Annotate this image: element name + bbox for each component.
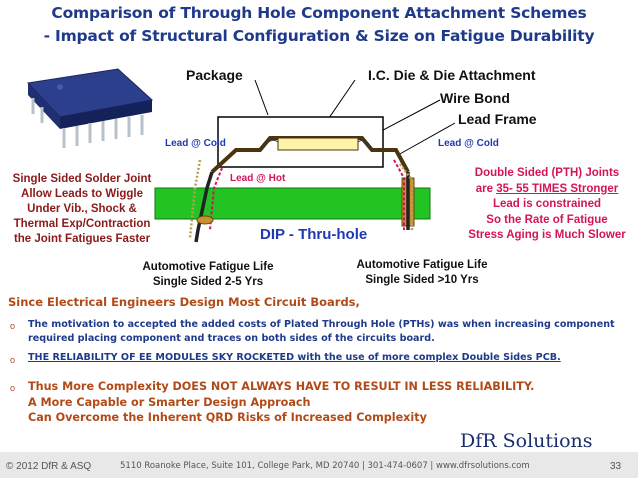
single-sided-note: Single Sided Solder Joint Allow Leads to… bbox=[2, 172, 162, 247]
lead-cold-right-label: Lead @ Cold bbox=[438, 138, 499, 149]
dip-thru-hole-label: DIP - Thru-hole bbox=[260, 226, 368, 243]
single-sided-note-line: Under Vib., Shock & bbox=[27, 203, 137, 215]
bullet-3-line: Can Overcome the Inherent QRD Risks of I… bbox=[28, 411, 427, 424]
lead-cold-left-label: Lead @ Cold bbox=[165, 138, 226, 149]
double-sided-note-line: Double Sided (PTH) Joints bbox=[474, 167, 620, 179]
solder-joint-single bbox=[196, 215, 214, 225]
package-pointer bbox=[254, 79, 269, 116]
wire-bond-label: Wire Bond bbox=[440, 90, 510, 106]
ic-die-label: I.C. Die & Die Attachment bbox=[368, 67, 536, 83]
bullet-marker: o bbox=[10, 355, 16, 365]
slide-title-line1: Comparison of Through Hole Component Att… bbox=[51, 4, 587, 22]
dip-chip-illustration bbox=[26, 68, 154, 148]
fatigue-life-left-line: Automotive Fatigue Life bbox=[142, 261, 274, 273]
footer-copyright: © 2012 DfR & ASQ bbox=[6, 461, 92, 472]
lead-hot-right-path bbox=[393, 159, 405, 230]
single-sided-note-line: Single Sided Solder Joint bbox=[12, 173, 152, 185]
slide-title-line2: - Impact of Structural Configuration & S… bbox=[43, 27, 595, 45]
single-sided-note-line: the Joint Fatigues Faster bbox=[13, 233, 151, 245]
ic-die bbox=[277, 137, 359, 151]
lead-hot-path bbox=[209, 167, 223, 231]
bullet-1: The motivation to accepted the added cos… bbox=[28, 318, 628, 346]
single-sided-note-line: Thermal Exp/Contraction bbox=[13, 218, 151, 230]
double-sided-note-line: are 35- 55 TIMES Stronger bbox=[475, 182, 619, 195]
lead-cold-left-path bbox=[188, 159, 202, 239]
bullet-3: Thus More Complexity DOES NOT ALWAYS HAV… bbox=[28, 379, 628, 426]
bullet-2: THE RELIABILITY OF EE MODULES SKY ROCKET… bbox=[28, 352, 561, 363]
double-sided-note: Double Sided (PTH) Joints are 35- 55 TIM… bbox=[458, 166, 636, 244]
intro-text: Since Electrical Engineers Design Most C… bbox=[8, 295, 360, 309]
dip-cross-section-diagram bbox=[26, 68, 456, 243]
strength-emphasis: 35- 55 TIMES Stronger bbox=[496, 182, 619, 195]
lead-frame-pointer bbox=[397, 122, 456, 156]
page-number: 33 bbox=[610, 461, 622, 472]
lead-frame-label: Lead Frame bbox=[458, 111, 537, 127]
lead-hot-label: Lead @ Hot bbox=[230, 173, 286, 184]
wire-bond-left bbox=[261, 139, 279, 151]
circuit-board bbox=[154, 187, 431, 220]
fatigue-life-right-line: Automotive Fatigue Life bbox=[356, 259, 488, 271]
double-sided-note-line: So the Rate of Fatigue bbox=[486, 213, 608, 226]
bullet-3-line: A More Capable or Smarter Design Approac… bbox=[28, 395, 311, 409]
package-label: Package bbox=[186, 67, 243, 83]
double-sided-note-line: Stress Aging is Much Slower bbox=[468, 229, 626, 241]
dfr-logo: DfR Solutions bbox=[460, 430, 593, 452]
wire-bond-right bbox=[357, 139, 373, 151]
footer-bar bbox=[0, 452, 638, 478]
fatigue-life-left: Automotive Fatigue Life Single Sided 2-5… bbox=[118, 260, 298, 290]
bullet-1-line: The motivation to accepted the added cos… bbox=[28, 319, 615, 330]
bullet-3-line: Thus More Complexity DOES NOT ALWAYS HAV… bbox=[28, 380, 535, 393]
fatigue-life-right: Automotive Fatigue Life Single Sided >10… bbox=[332, 258, 512, 288]
lead-left bbox=[194, 171, 214, 243]
single-sided-note-line: Allow Leads to Wiggle bbox=[21, 188, 143, 200]
bullet-1-line: required placing component and traces on… bbox=[28, 333, 435, 344]
lead-cold-right-path bbox=[399, 163, 414, 232]
bullet-marker: o bbox=[10, 383, 16, 393]
bullet-marker: o bbox=[10, 321, 16, 331]
double-sided-note-line: Lead is constrained bbox=[492, 198, 601, 210]
footer-address: 5110 Roanoke Place, Suite 101, College P… bbox=[120, 461, 530, 471]
fatigue-life-left-line: Single Sided 2-5 Yrs bbox=[152, 276, 264, 288]
fatigue-life-right-line: Single Sided >10 Yrs bbox=[365, 274, 479, 286]
